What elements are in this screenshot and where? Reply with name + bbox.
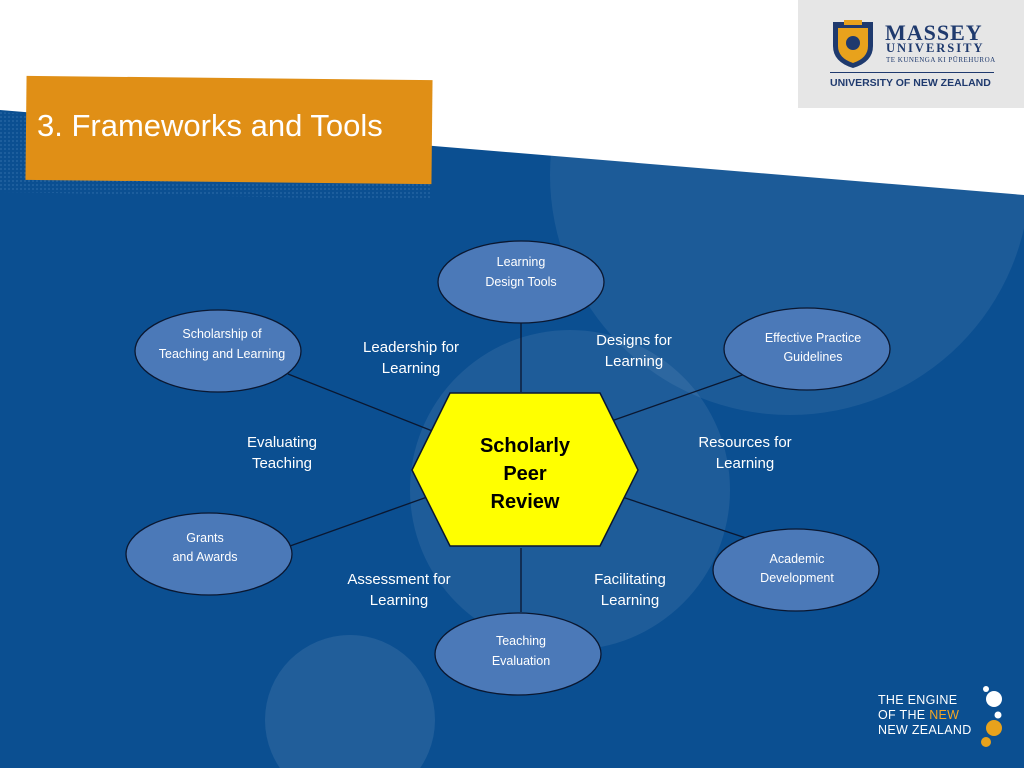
logo-massey: MASSEY (885, 20, 983, 45)
slide-title: 3. Frameworks and Tools (37, 108, 383, 143)
university-crest-icon (833, 20, 873, 68)
node-effective-practice (723, 307, 891, 391)
logo-university: UNIVERSITY (886, 41, 985, 55)
node-learning-design-tools (437, 240, 605, 324)
node-grants-awards (125, 512, 293, 596)
node-academic-development (712, 528, 880, 612)
node-teaching-evaluation (434, 612, 602, 696)
connector-lines (287, 322, 753, 612)
logo-maori-motto: TE KUNENGA KI PŪREHUROA (886, 56, 996, 64)
center-hexagon (411, 392, 639, 547)
logo-divider (830, 72, 994, 73)
tagline: THE ENGINE OF THE NEW NEW ZEALAND (878, 693, 972, 737)
node-scholarship (134, 309, 302, 393)
tagline-dots (981, 686, 1002, 747)
logo-university-of-nz: UNIVERSITY OF NEW ZEALAND (830, 77, 991, 89)
